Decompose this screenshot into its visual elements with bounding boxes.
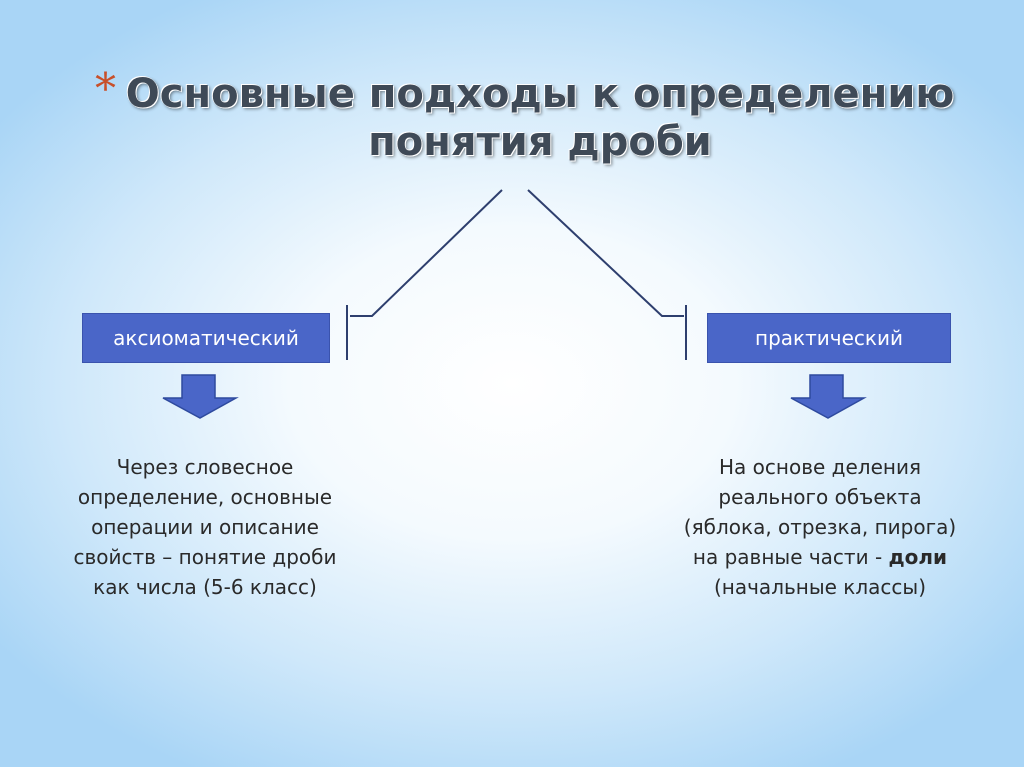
connector-left — [350, 189, 503, 317]
connector-right — [527, 189, 684, 317]
description-line: Через словесное — [116, 455, 294, 479]
description-line: определение, основные — [77, 485, 333, 509]
description-line: (яблока, отрезка, пирога) — [683, 515, 957, 539]
description-line: на равные части - доли — [640, 542, 1000, 572]
description-line: (начальные классы) — [713, 575, 926, 599]
description-line: На основе деления — [719, 455, 921, 479]
description-bold-term: доли — [888, 545, 948, 569]
approach-box-axiomatic: аксиоматический — [82, 313, 330, 363]
description-line: операции и описание — [91, 515, 319, 539]
description-prefix: на равные части - — [692, 545, 889, 569]
title-line-2: понятия дроби — [368, 119, 712, 165]
description-practical: На основе деления реального объекта (ябл… — [640, 452, 1000, 602]
description-line: реального объекта — [718, 485, 922, 509]
arrow-down-right-icon — [790, 374, 867, 419]
description-line: как числа (5-6 класс) — [93, 575, 317, 599]
title-bullet: * — [95, 64, 116, 113]
page-title: Основные подходы к определению понятия д… — [90, 70, 990, 166]
description-line: свойств – понятие дроби — [73, 545, 337, 569]
description-axiomatic: Через словесное определение, основные оп… — [40, 452, 370, 602]
arrow-down-left-icon — [162, 374, 239, 419]
title-line-1: Основные подходы к определению — [125, 71, 955, 117]
approach-box-practical: практический — [707, 313, 951, 363]
